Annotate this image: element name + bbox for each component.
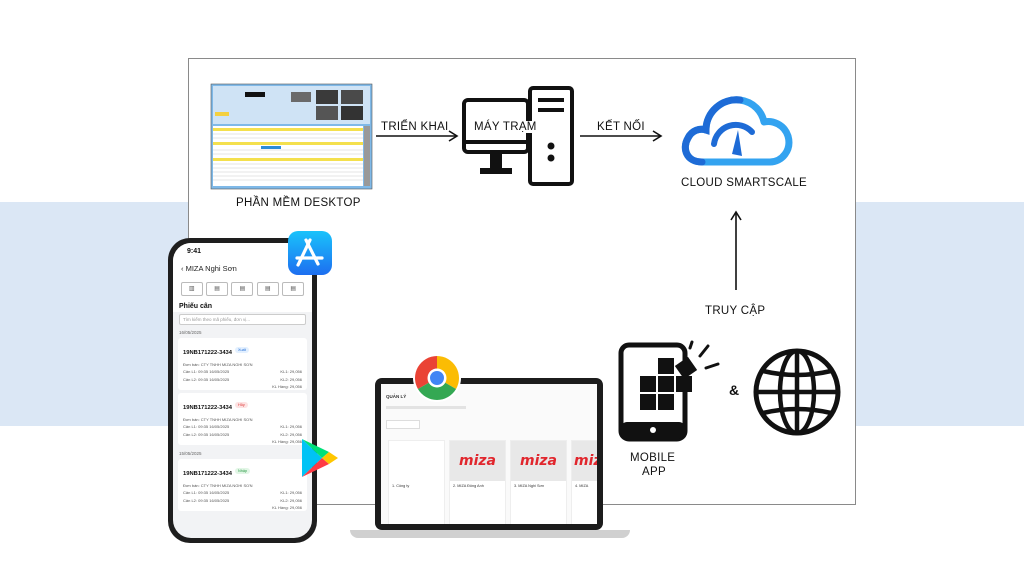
laptop-breadcrumb — [386, 406, 466, 409]
laptop-tile-row: 1. Công ty miza 2. MIZA Đông Anh miza 3.… — [388, 440, 597, 524]
ticket-org: Đơn bán: CTY TNHH MIZA NGHI SƠN — [183, 416, 253, 422]
laptop-screen: QUẢN LÝ 1. Công ty miza 2. MIZA Đông Anh… — [375, 378, 603, 530]
tile-label: 4. MIZA — [575, 484, 589, 488]
ticket-id: 19NB171222-3434 — [183, 471, 232, 477]
globe-icon — [753, 348, 841, 436]
laptop-filter[interactable] — [386, 420, 420, 429]
company-tile[interactable]: miza 3. MIZA Nghi Sơn — [510, 440, 567, 524]
laptop-base — [350, 530, 630, 538]
mobile-app-label-line2: APP — [642, 466, 666, 478]
brand-logo: miza — [511, 441, 566, 481]
company-tile[interactable]: miza 4. MIZA — [571, 440, 597, 524]
chrome-icon — [413, 354, 461, 402]
ticket-kl2: KL2: 29,056 — [280, 431, 302, 437]
ticket-l2: Cân L2: 09:35 16/05/2025 — [183, 376, 230, 382]
phone-search-input[interactable]: Tìm kiếm theo mã phiếu, đơn vị... — [179, 314, 306, 325]
phone-header: ‹ MIZA Nghi Sơn — [173, 261, 312, 279]
phone-tabs: ▥ ▤ ▤ ▤ ▤ — [173, 279, 312, 299]
ticket-klh: KL Hàng: 29,056 — [272, 505, 302, 510]
access-label: TRUY CẬP — [705, 305, 766, 317]
doc-tab-icon[interactable]: ▤ — [256, 282, 279, 296]
status-badge: Xuất — [235, 346, 249, 353]
weigh-ticket-card[interactable]: 19NB171222-3434Hủy Đơn bán: CTY TNHH MIZ… — [178, 393, 307, 445]
ticket-kl2: KL2: 29,056 — [280, 497, 302, 503]
tile-label: 3. MIZA Nghi Sơn — [514, 484, 545, 488]
phone-date-header: 15/05/2025 — [179, 451, 202, 456]
ticket-org: Đơn bán: CTY TNHH MIZA NGHI SƠN — [183, 482, 253, 488]
workstation-icon — [462, 86, 574, 186]
ticket-l1: Cân L1: 09:35 16/05/2025 — [183, 369, 230, 374]
ticket-id: 19NB171222-3434 — [183, 405, 232, 411]
brand-logo: miza — [450, 441, 505, 481]
phone-section-title: Phiếu cân — [173, 299, 312, 312]
ticket-l1: Cân L1: 09:35 16/05/2025 — [183, 490, 230, 495]
weigh-ticket-card[interactable]: 19NB171222-3434Nhập Đơn bán: CTY TNHH MI… — [178, 459, 307, 511]
phone-device: 9:41 ‹ MIZA Nghi Sơn ▥ ▤ ▤ ▤ ▤ Phiếu cân… — [168, 238, 317, 543]
company-tile[interactable]: miza 2. MIZA Đông Anh — [449, 440, 506, 524]
brand-logo: miza — [572, 441, 597, 481]
phone-header-title: MIZA Nghi Sơn — [185, 264, 237, 273]
back-chevron-icon[interactable]: ‹ — [181, 264, 186, 273]
ticket-kl1: KL1: 29,056 — [280, 490, 302, 495]
ticket-kl2: KL2: 29,056 — [280, 376, 302, 382]
tile-label: 1. Công ty — [392, 484, 410, 488]
laptop-web-app: QUẢN LÝ 1. Công ty miza 2. MIZA Đông Anh… — [381, 384, 597, 524]
ticket-l1: Cân L1: 09:35 16/05/2025 — [183, 424, 230, 429]
access-arrow — [730, 210, 742, 290]
cloud-label: CLOUD SMARTSCALE — [681, 177, 808, 189]
phone-screen: 9:41 ‹ MIZA Nghi Sơn ▥ ▤ ▤ ▤ ▤ Phiếu cân… — [173, 243, 312, 538]
ticket-l2: Cân L2: 09:35 16/05/2025 — [183, 431, 230, 437]
app-store-icon — [288, 231, 332, 275]
deploy-label: TRIỂN KHAI — [381, 121, 449, 133]
laptop-page-title: QUẢN LÝ — [386, 394, 407, 399]
weigh-ticket-card[interactable]: 19NB171222-3434Xuất Đơn bán: CTY TNHH MI… — [178, 338, 307, 390]
workstation-label: MÁY TRẠM — [473, 121, 538, 133]
mobile-app-icon — [618, 340, 720, 442]
ticket-id: 19NB171222-3434 — [183, 350, 232, 356]
chart-tab-icon[interactable]: ▥ — [180, 282, 203, 296]
status-badge: Hủy — [235, 401, 248, 408]
doc-tab-icon[interactable]: ▤ — [206, 282, 229, 296]
status-badge: Nhập — [235, 467, 251, 474]
cloud-icon — [681, 96, 793, 166]
phone-date-header: 16/05/2025 — [179, 330, 202, 335]
tile-label: 2. MIZA Đông Anh — [453, 484, 484, 488]
google-play-icon — [302, 439, 338, 477]
company-tile[interactable]: 1. Công ty — [388, 440, 445, 524]
ticket-kl1: KL1: 29,056 — [280, 424, 302, 429]
phone-status-time: 9:41 — [173, 243, 312, 261]
ticket-l2: Cân L2: 09:35 16/05/2025 — [183, 497, 230, 503]
ticket-org: Đơn bán: CTY TNHH MIZA NGHI SƠN — [183, 361, 253, 367]
mobile-app-label-line1: MOBILE — [630, 452, 676, 464]
desktop-software-label: PHẦN MỀM DESKTOP — [236, 197, 361, 209]
doc-tab-icon[interactable]: ▤ — [231, 282, 254, 296]
ampersand: & — [729, 382, 740, 398]
connect-label: KẾT NỐI — [597, 121, 645, 133]
ticket-kl1: KL1: 29,056 — [280, 369, 302, 374]
ticket-klh: KL Hàng: 29,056 — [272, 384, 302, 389]
ticket-klh: KL Hàng: 29,056 — [272, 439, 302, 444]
doc-tab-icon[interactable]: ▤ — [282, 282, 305, 296]
desktop-software-screenshot — [210, 83, 373, 190]
connect-arrow — [580, 130, 663, 142]
deploy-arrow — [376, 130, 459, 142]
